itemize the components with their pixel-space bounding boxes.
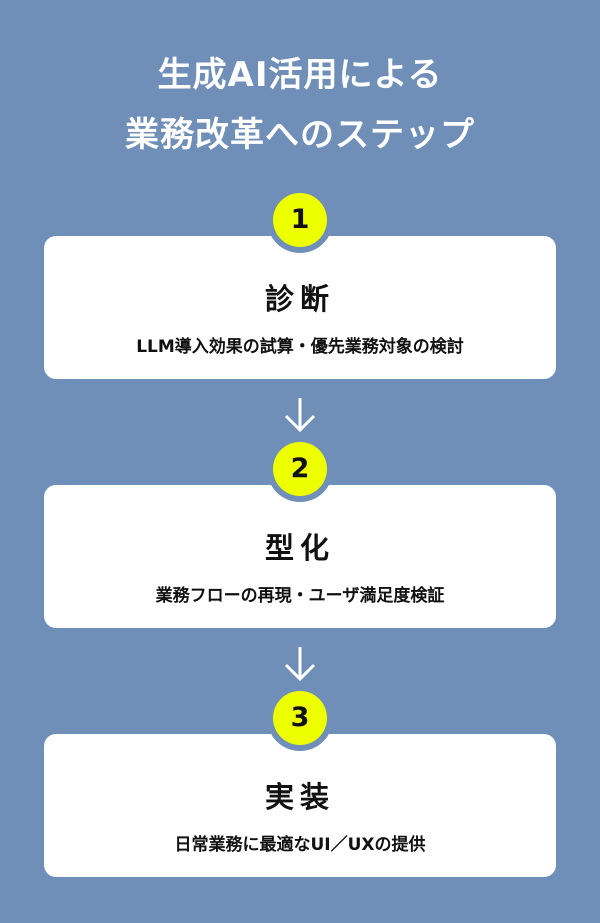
- page-title: 生成AI活用による 業務改革へのステップ: [0, 45, 600, 165]
- step-description: 業務フローの再現・ユーザ満足度検証: [155, 586, 445, 606]
- step-heading: 実装: [264, 780, 335, 814]
- arrow-down-icon: [284, 647, 316, 681]
- step-number: 3: [273, 691, 327, 745]
- arrow-down-icon: [284, 398, 316, 432]
- step-heading: 型化: [264, 531, 335, 565]
- step-description: 日常業務に最適なUI／UXの提供: [174, 835, 426, 855]
- title-line-2: 業務改革へのステップ: [125, 115, 475, 155]
- step-description: LLM導入効果の試算・優先業務対象の検討: [136, 337, 464, 357]
- step-heading: 診断: [264, 282, 335, 316]
- step-card-2: 型化 業務フローの再現・ユーザ満足度検証: [44, 485, 556, 628]
- step-number: 2: [273, 442, 327, 496]
- step-badge-2: 2: [267, 436, 333, 502]
- step-card-1: 診断 LLM導入効果の試算・優先業務対象の検討: [44, 236, 556, 379]
- step-badge-1: 1: [267, 187, 333, 253]
- step-badge-3: 3: [267, 685, 333, 751]
- step-number: 1: [273, 193, 327, 247]
- step-card-3: 実装 日常業務に最適なUI／UXの提供: [44, 734, 556, 877]
- title-line-1: 生成AI活用による: [157, 55, 443, 95]
